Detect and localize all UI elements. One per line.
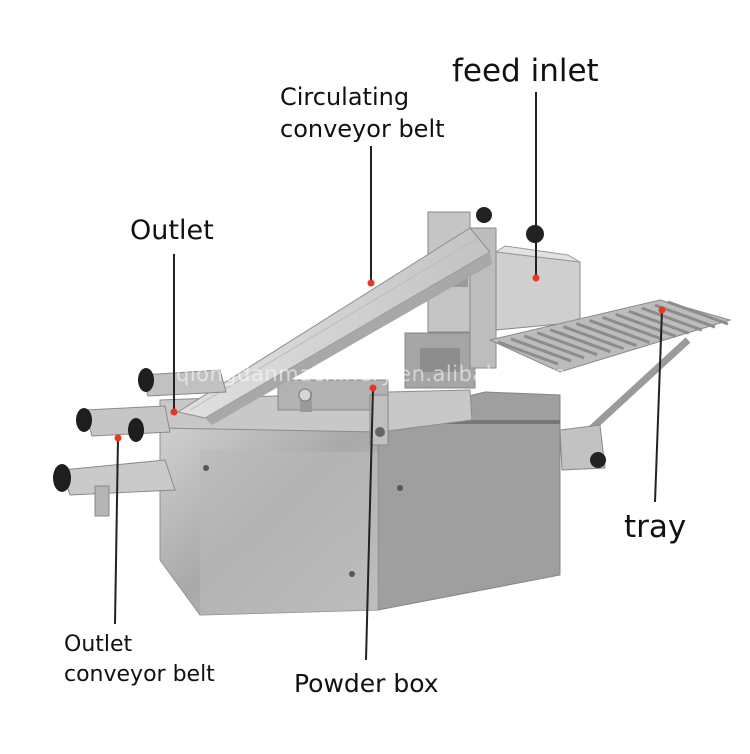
label-circulating-conveyor-belt: Circulating conveyor belt [280, 83, 445, 143]
tray-roller [510, 337, 572, 363]
tray-roller [562, 325, 624, 351]
label-tray: tray [624, 509, 687, 545]
adjustment-knobs [53, 368, 403, 577]
label-powder-box: Powder box [294, 669, 439, 698]
tray-roller [602, 315, 664, 341]
marker-tray [658, 306, 666, 314]
machine-base [159, 391, 561, 616]
label-outlet: Outlet [130, 215, 214, 246]
tray-roller [641, 306, 703, 332]
tray-roller [667, 300, 729, 326]
watermark: qiongdanmachinery.en.alibaba.com [176, 362, 567, 386]
tray-roller [628, 309, 690, 335]
tray-roller [615, 312, 677, 338]
marker-powder-box [369, 384, 377, 392]
leader-powder-box [365, 387, 374, 661]
marker-feed-inlet [532, 274, 540, 282]
circulating-conveyor-belt [176, 227, 492, 425]
leader-outlet-belt [114, 437, 119, 625]
tray-roller [497, 340, 559, 366]
tray-roller [536, 331, 598, 357]
tray-roller-conveyor [488, 299, 732, 471]
marker-outlet-belt [114, 434, 122, 442]
tray-roller [575, 322, 637, 347]
roller-section [159, 332, 476, 446]
marker-circulating-belt [367, 279, 375, 287]
leader-tray [654, 309, 663, 503]
tray-roller [523, 334, 585, 360]
tray-roller [549, 328, 611, 354]
outlet-conveyor-belts [61, 369, 227, 517]
markers [114, 274, 666, 442]
label-feed-inlet: feed inlet [452, 53, 599, 89]
tray-roller [589, 319, 651, 344]
marker-outlet [170, 408, 178, 416]
tray-rollers [497, 300, 729, 366]
leader-lines [114, 92, 663, 661]
label-outlet-conveyor-belt: Outlet conveyor belt [64, 632, 215, 687]
